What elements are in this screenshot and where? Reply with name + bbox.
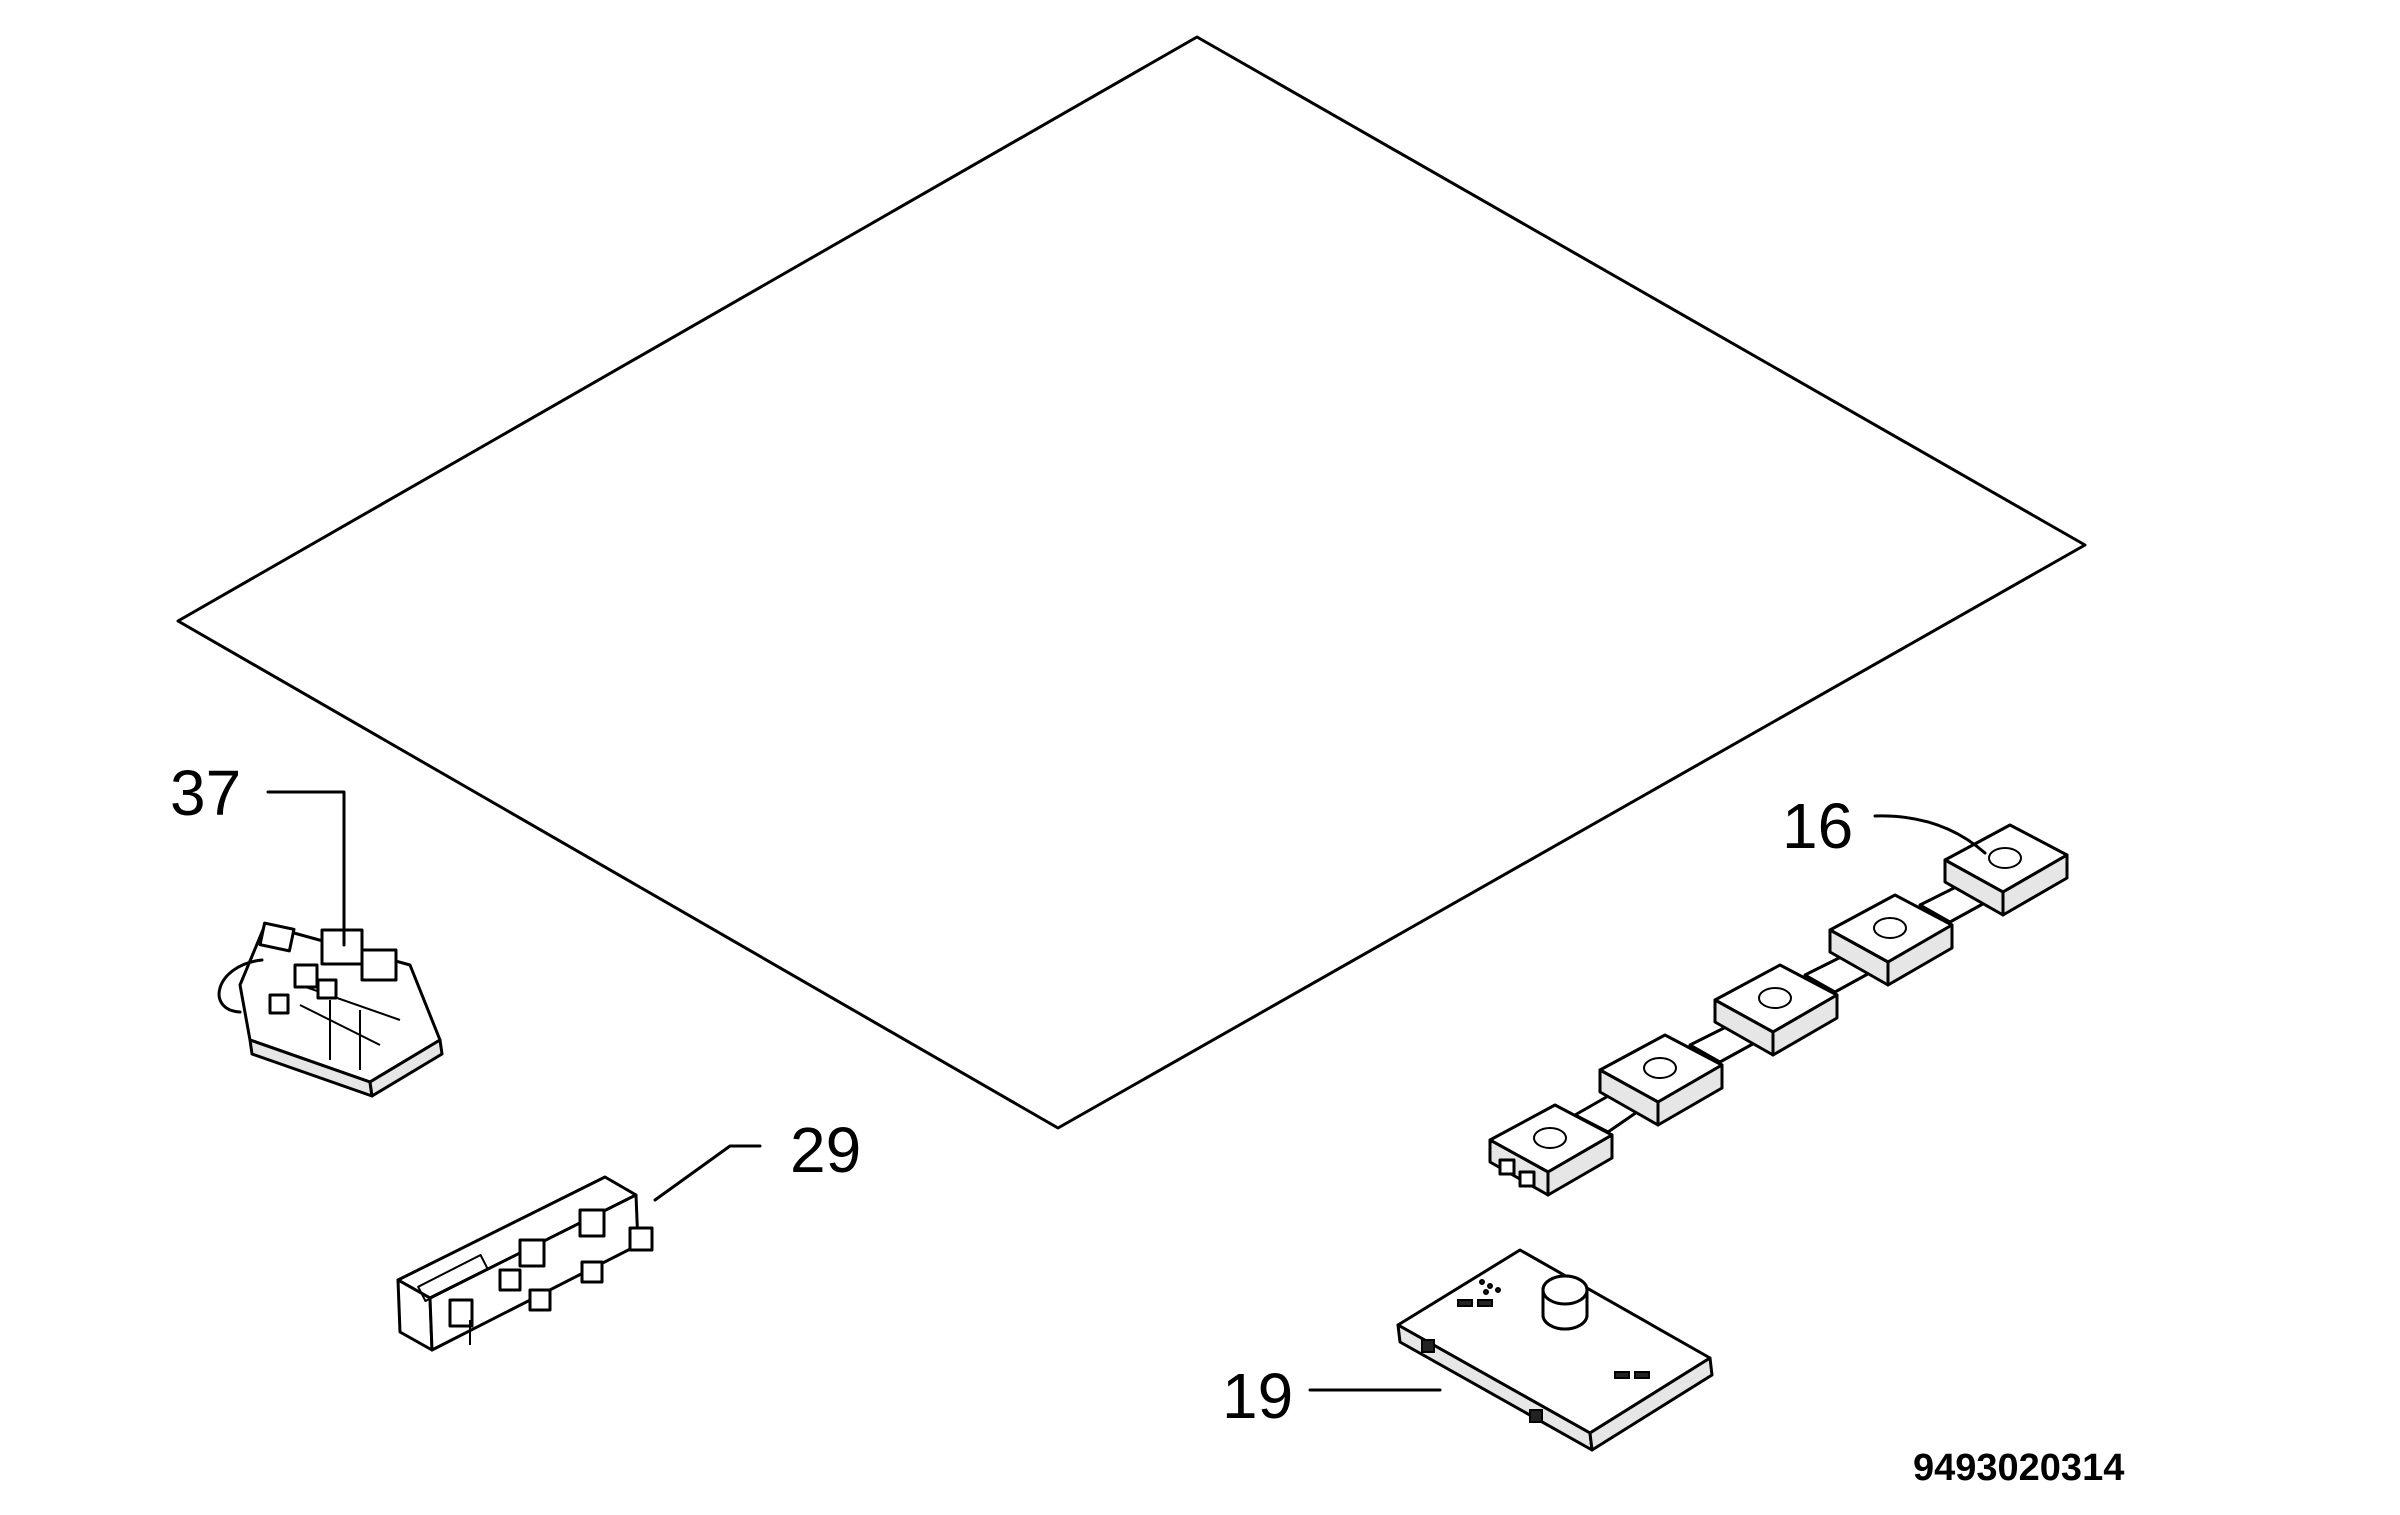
- touch-module-4: [1828, 893, 1954, 987]
- glass-top-panel: [176, 35, 2087, 1130]
- touch-module-1: [1488, 1103, 1614, 1197]
- part-37-terminal-block: [217, 921, 444, 1098]
- part-19-control-module: [1396, 1248, 1714, 1452]
- leader-line-16: [1873, 814, 1987, 855]
- touch-module-5: [1943, 823, 2069, 917]
- part-16-touch-control-strip: [1488, 823, 2069, 1197]
- callout-37: 37: [170, 757, 241, 829]
- leader-line-37: [266, 790, 346, 947]
- touch-module-3: [1713, 963, 1839, 1057]
- callout-29: 29: [790, 1114, 861, 1186]
- document-id: 9493020314: [1913, 1447, 2124, 1489]
- touch-module-2: [1598, 1033, 1724, 1127]
- callout-16: 16: [1782, 790, 1853, 862]
- part-29-ignition-generator: [396, 1175, 654, 1352]
- callout-19: 19: [1222, 1360, 1293, 1432]
- leader-line-29: [653, 1144, 762, 1202]
